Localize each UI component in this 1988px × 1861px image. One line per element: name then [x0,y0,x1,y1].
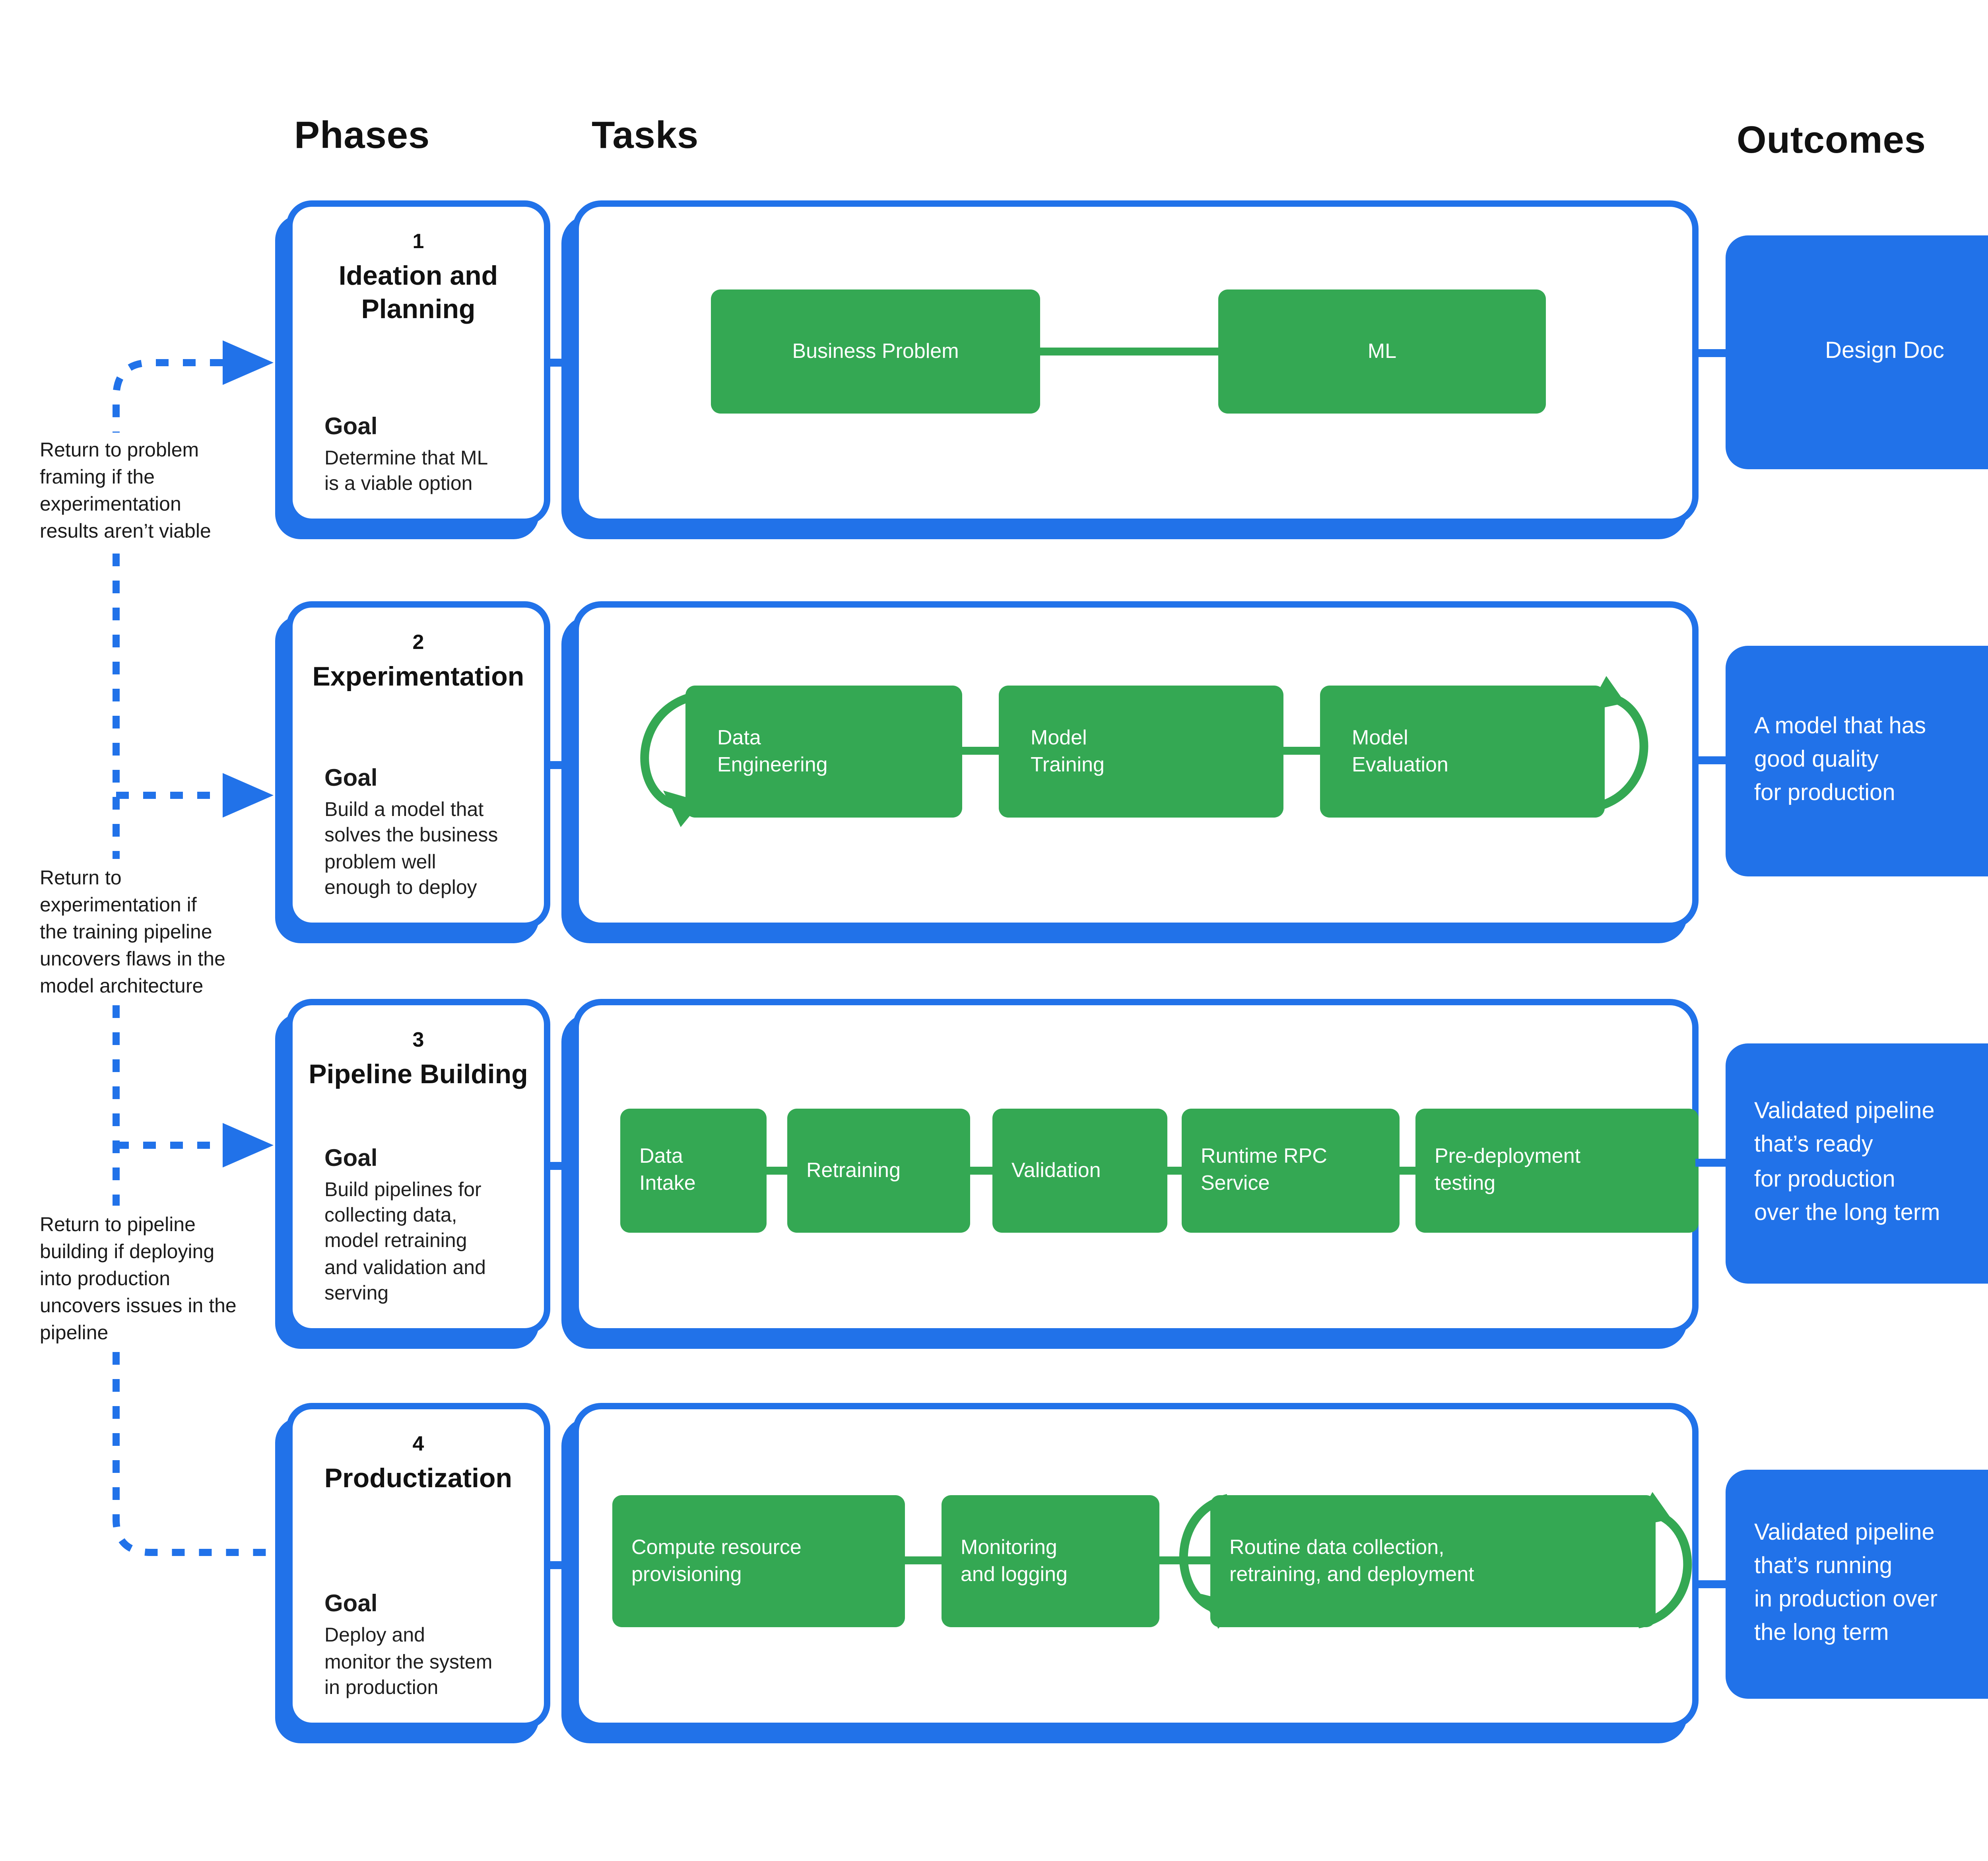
goal-label: Goal [324,1591,378,1618]
arrow-to-phase1-icon [223,340,274,385]
task-retraining: Retraining [787,1109,970,1233]
phase-number: 3 [412,1028,424,1051]
outcome-design-doc: Design Doc [1726,235,1988,469]
outcome-model-good-quality: A model that has good quality for produc… [1726,646,1988,876]
goal-label: Goal [324,413,378,440]
goal-label: Goal [324,1145,378,1172]
task-ml: ML [1218,289,1546,414]
goal-text: Build pipelines for collecting data, mod… [324,1178,486,1304]
arrow-to-phase3-icon [223,1123,274,1167]
note-return-experimentation: Return to experimentation if the trainin… [40,867,225,997]
task-monitoring-and-logging: Monitoring and logging [942,1495,1159,1627]
phase-number: 1 [412,229,424,253]
goal-text: Deploy and monitor the system in product… [324,1624,493,1698]
phase-number: 4 [412,1432,424,1455]
task-runtime-rpc-service: Runtime RPC Service [1182,1109,1400,1233]
phase-title: Pipeline Building [309,1059,528,1090]
task-validation: Validation [992,1109,1167,1233]
phase-card-productization: 4 Productization Goal Deploy and monitor… [286,1403,550,1729]
phase-card-pipeline-building: 3 Pipeline Building Goal Build pipelines… [286,999,550,1335]
outcome-validated-pipeline-ready: Validated pipeline that’s ready for prod… [1726,1043,1988,1284]
task-business-problem: Business Problem [711,289,1040,414]
task-model-evaluation: Model Evaluation [1320,686,1605,818]
note-return-pipeline-building: Return to pipeline building if deploying… [40,1214,237,1344]
column-header-outcomes: Outcomes [1737,119,1926,162]
task-compute-resource-provisioning: Compute resource provisioning [612,1495,905,1627]
arrow-to-phase2-icon [223,773,274,818]
phase-title: Productization [324,1463,513,1494]
task-pre-deployment-testing: Pre-deployment testing [1415,1109,1699,1233]
task-data-engineering: Data Engineering [685,686,962,818]
task-connectors [767,348,1415,1564]
phase-panel-connectors [547,349,1729,1588]
phase-title: Ideation and Planning [338,261,498,325]
column-header-tasks: Tasks [592,115,699,157]
phase-card-experimentation: 2 Experimentation Goal Build a model tha… [286,601,550,929]
goal-text: Build a model that solves the business p… [324,798,498,898]
outcome-validated-pipeline-running: Validated pipeline that’s running in pro… [1726,1470,1988,1699]
phase-card-ideation: 1 Ideation and Planning Goal Determine t… [286,200,550,525]
phase-number: 2 [412,630,424,654]
column-header-phases: Phases [294,115,430,157]
goal-label: Goal [324,765,378,792]
goal-text: Determine that ML is a viable option [324,446,488,494]
task-routine-data-collection: Routine data collection, retraining, and… [1210,1495,1656,1627]
task-model-training: Model Training [999,686,1283,818]
note-return-problem-framing: Return to problem framing if the experim… [40,439,211,542]
phase-title: Experimentation [312,662,524,692]
task-data-intake: Data Intake [620,1109,767,1233]
